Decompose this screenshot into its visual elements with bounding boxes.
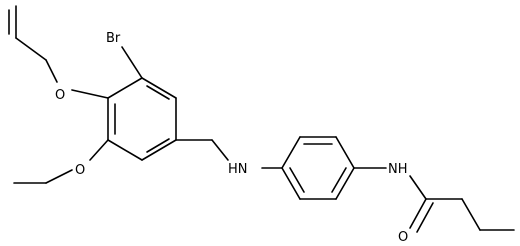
methylene-linker (175, 139, 229, 161)
right-benzene-ring (281, 136, 355, 200)
ethoxy-oxygen-atom-label: O (75, 163, 85, 178)
bromine-atom-label: Br (106, 31, 121, 46)
bromo-substituent (121, 46, 143, 79)
ethoxy-group (13, 139, 109, 184)
allyloxy-group (8, 5, 109, 99)
amine-nh-atom-label: HN (228, 162, 248, 177)
carbonyl-oxygen-atom-label: O (398, 230, 408, 245)
butanamide-chain (409, 175, 515, 233)
allyl-oxygen-atom-label: O (55, 88, 65, 103)
left-benzene-ring (107, 77, 177, 161)
amide-nh-atom-label: NH (388, 162, 408, 177)
